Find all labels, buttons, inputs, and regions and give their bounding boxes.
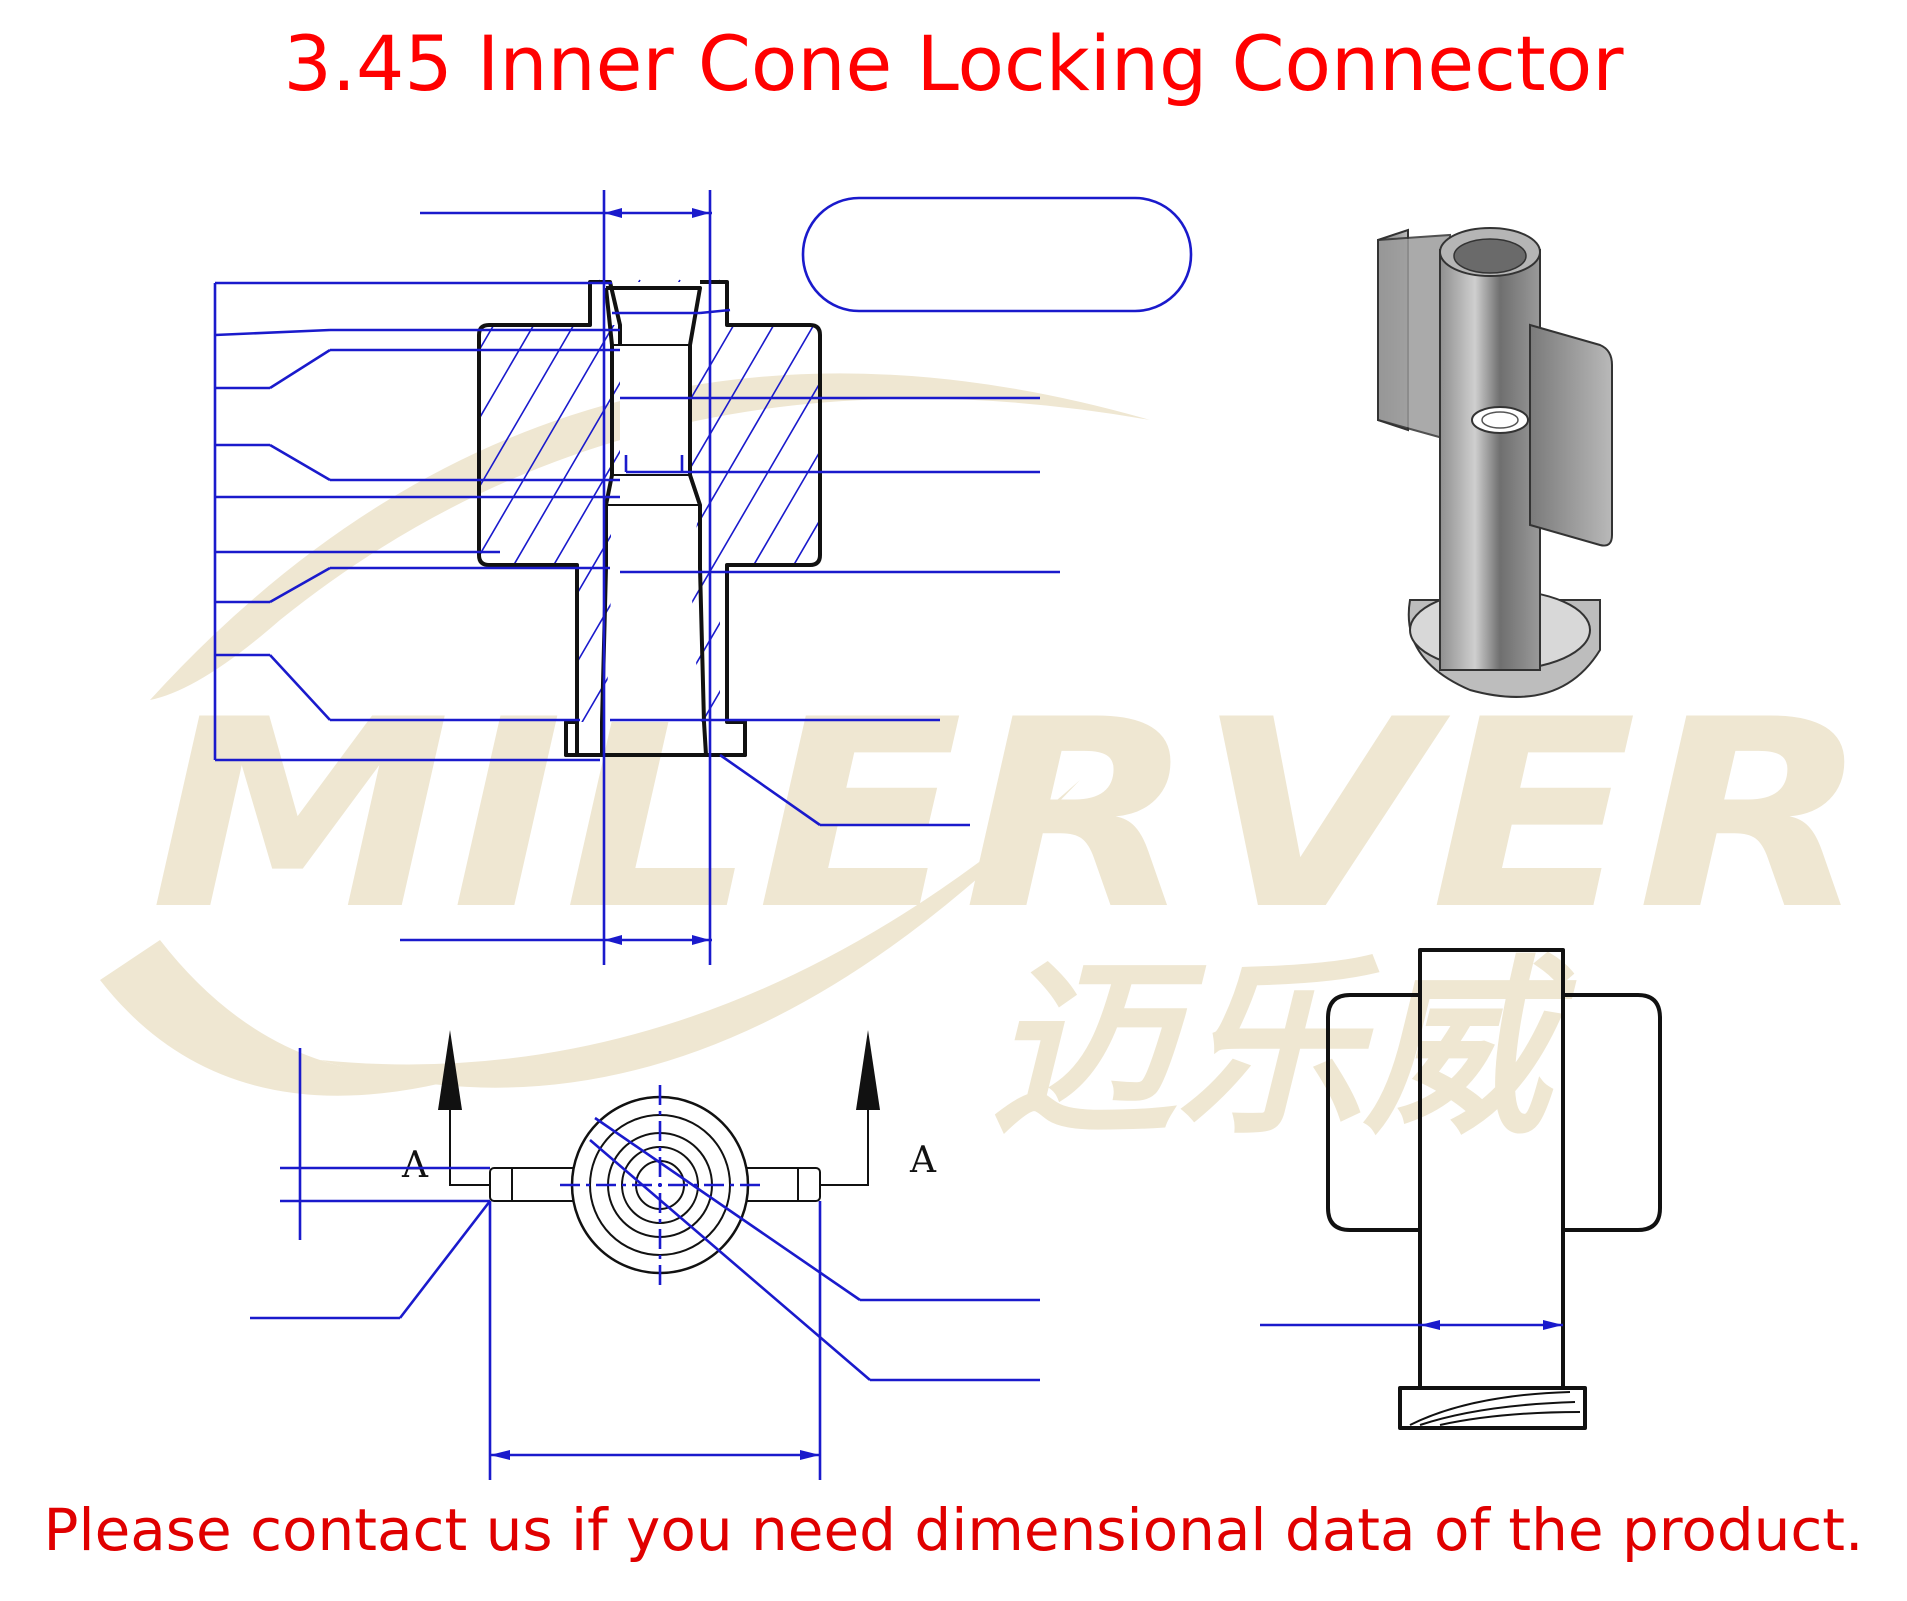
watermark: MILERVER 迈乐威 [100,373,1870,1160]
title-block-blank [801,196,1193,313]
watermark-swoosh [150,373,1150,700]
watermark-ring [320,780,1080,1088]
page-title: 3.45 Inner Cone Locking Connector [283,19,1624,108]
section-label-right: A [909,1140,937,1181]
footer-note: Please contact us if you need dimensiona… [43,1496,1864,1564]
watermark-brand: MILERVER [150,665,1870,967]
watermark-swoosh [100,940,520,1096]
watermark-chinese: 迈乐威 [990,939,1577,1160]
isometric-view [1377,227,1613,698]
side-view [1260,948,1662,1430]
top-view: A A [250,1030,1040,1480]
section-dimensions [213,190,1193,965]
section-label-left: A [401,1145,429,1186]
